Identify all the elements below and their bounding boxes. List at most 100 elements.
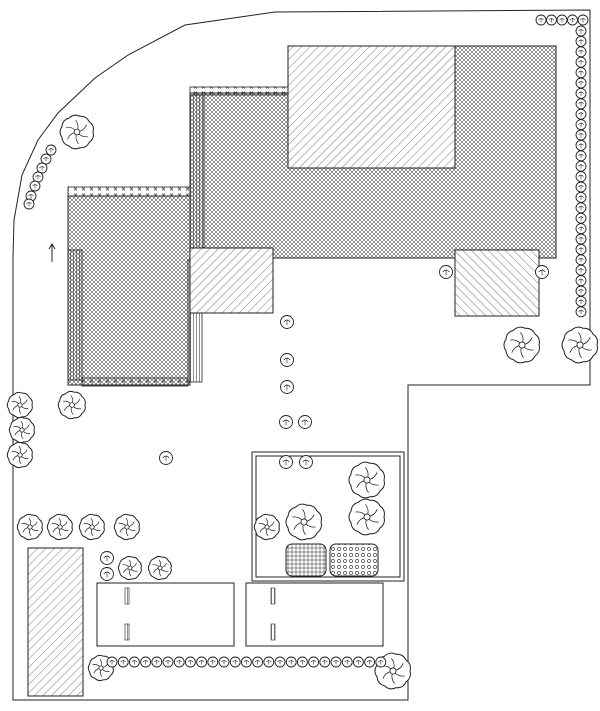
hedge-shrub-icon <box>575 275 587 287</box>
hedge-shrub-icon <box>577 14 589 26</box>
tree-icon <box>6 441 33 469</box>
wall-strip <box>67 249 83 381</box>
parking-bay <box>96 582 235 647</box>
tree-icon <box>78 513 105 541</box>
tree-icon <box>503 326 540 364</box>
hedge-shrub-icon <box>319 656 331 668</box>
hedge-shrub-icon <box>575 243 587 255</box>
hedge-shrub-icon <box>575 295 587 307</box>
hedge-shrub-icon <box>575 264 587 276</box>
hedge-shrub-icon <box>556 14 568 26</box>
tree-icon <box>6 391 33 419</box>
shrub-icon <box>439 265 453 279</box>
hedge-shrub-icon <box>330 656 342 668</box>
hedge-shrub-icon <box>341 656 353 668</box>
hedge-shrub-icon <box>128 656 140 668</box>
hedge-shrub-icon <box>184 656 196 668</box>
shrub-icon <box>279 415 293 429</box>
shrub-icon <box>280 353 294 367</box>
parking-marker <box>270 623 276 641</box>
hedge-shrub-icon <box>575 171 587 183</box>
hedge-shrub-icon <box>575 202 587 214</box>
hedge-shrub-icon <box>575 129 587 141</box>
hedge-shrub-icon <box>575 35 587 47</box>
eave-strip <box>189 86 289 96</box>
hedge-shrub-icon <box>218 656 230 668</box>
hedge-shrub-icon <box>106 656 118 668</box>
hedge-shrub-icon <box>173 656 185 668</box>
hedge-shrub-icon <box>296 656 308 668</box>
hedge-shrub-icon <box>575 56 587 68</box>
hedge-shrub-icon <box>29 180 41 192</box>
hedge-shrub-icon <box>162 656 174 668</box>
hedge-shrub-icon <box>575 212 587 224</box>
tree-icon <box>46 513 73 541</box>
covered-terrace-hatch <box>190 248 273 313</box>
tree-icon <box>348 461 385 499</box>
hedge-shrub-icon <box>364 656 376 668</box>
parking-marker <box>124 623 130 641</box>
hedge-shrub-icon <box>240 656 252 668</box>
property-boundary <box>12 9 591 701</box>
tree-icon <box>348 498 385 536</box>
hedge-shrub-icon <box>229 656 241 668</box>
hedge-shrub-icon <box>575 306 587 318</box>
tree-icon <box>113 513 140 541</box>
hedge-shrub-icon <box>575 25 587 37</box>
parking-marker <box>124 587 130 605</box>
hedge-shrub-icon <box>575 254 587 266</box>
tree-icon <box>59 114 94 150</box>
hedge-shrub-icon <box>36 162 48 174</box>
parking-bay <box>245 582 384 647</box>
hedge-shrub-icon <box>575 285 587 297</box>
hedge-shrub-icon <box>575 77 587 89</box>
shrub-icon <box>279 455 293 469</box>
hedge-shrub-icon <box>575 150 587 162</box>
hedge-shrub-icon <box>252 656 264 668</box>
eave-strip <box>81 377 189 387</box>
hedge-shrub-icon <box>263 656 275 668</box>
hedge-shrub-icon <box>32 171 44 183</box>
flower-bed <box>329 543 379 577</box>
shrub-icon <box>280 315 294 329</box>
hedge-shrub-icon <box>285 656 297 668</box>
hedge-shrub-icon <box>375 656 387 668</box>
garden-enclosure-inner <box>255 455 401 578</box>
hedge-shrub-icon <box>575 223 587 235</box>
flower-bed <box>285 543 327 577</box>
hedge-shrub-icon <box>40 153 52 165</box>
hedge-shrub-icon <box>308 656 320 668</box>
parking-marker <box>270 587 276 605</box>
tree-icon <box>117 555 142 581</box>
shrub-icon <box>299 455 313 469</box>
vegetation-layer <box>6 14 598 690</box>
hedge-shrub-icon <box>45 144 57 156</box>
hedge-shrub-icon <box>352 656 364 668</box>
shrub-icon <box>535 265 549 279</box>
hedge-shrub-icon <box>575 87 587 99</box>
wall-strip <box>189 94 205 256</box>
shrub-icon <box>298 415 312 429</box>
hedge-shrub-icon <box>274 656 286 668</box>
tree-icon <box>285 503 322 541</box>
eave-strip <box>67 186 191 197</box>
garage-annex-hatch <box>455 250 539 316</box>
hedge-shrub-icon <box>207 656 219 668</box>
hedge-shrub-icon <box>117 656 129 668</box>
tree-icon <box>57 390 86 420</box>
hedge-shrub-icon <box>575 160 587 172</box>
north-arrow-icon <box>48 243 56 262</box>
raised-roof-hatch <box>288 46 455 168</box>
shrub-icon <box>159 451 173 465</box>
hedge-shrub-icon <box>23 198 35 210</box>
hedge-shrub-icon <box>575 119 587 131</box>
hedge-shrub-icon <box>575 46 587 58</box>
hedge-shrub-icon <box>140 656 152 668</box>
hatched-strip-fill <box>28 548 83 696</box>
hedge-shrub-icon <box>575 233 587 245</box>
hedge-shrub-icon <box>575 181 587 193</box>
hedge-shrub-icon <box>575 191 587 203</box>
hedge-shrub-icon <box>575 139 587 151</box>
tree-icon <box>147 555 172 581</box>
